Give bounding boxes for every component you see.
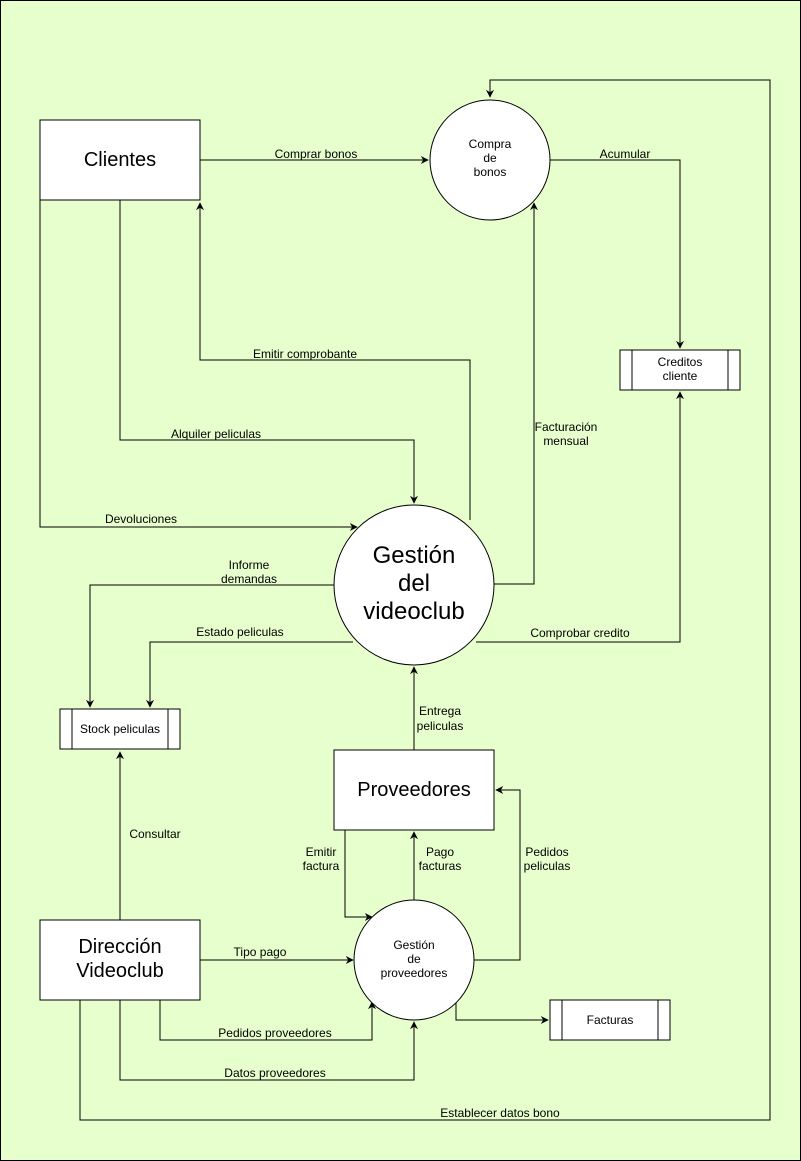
- entity-proveedores-label: Proveedores: [357, 779, 470, 801]
- flow-label-comprobar-credito: Comprobar credito: [530, 626, 630, 640]
- flow-alquiler-peliculas-line: [119, 200, 418, 504]
- process-compra-bonos-circle: [429, 99, 551, 221]
- flow-label-facturacion-mensual-2: mensual: [543, 434, 588, 448]
- flow-label-establecer-datos-bono: Establecer datos bono: [440, 1106, 560, 1120]
- store-stock-peliculas: Stock peliculas: [59, 708, 181, 750]
- process-gestion-proveedores-label-3: proveedores: [381, 966, 448, 980]
- entity-direccion-videoclub: Dirección Videoclub: [39, 919, 201, 1001]
- flow-acumular-line: [550, 159, 684, 349]
- flow-label-emitir-factura-1: Emitir: [306, 845, 337, 859]
- flow-label-informe-demandas-1: Informe: [229, 558, 270, 572]
- flow-label-entrega-peliculas-1: Entrega: [419, 704, 461, 718]
- flow-label-datos-proveedores: Datos proveedores: [224, 1066, 325, 1080]
- flow-establecer-datos-bono-line: [79, 79, 771, 1121]
- flow-devoluciones-line: [39, 200, 358, 531]
- process-gestion-videoclub-label-3: videoclub: [363, 598, 464, 625]
- flow-label-consultar: Consultar: [129, 827, 180, 841]
- entity-proveedores-box: [333, 749, 495, 831]
- entity-direccion-label-1: Dirección: [78, 936, 161, 958]
- process-compra-bonos: Compra de bonos: [429, 99, 551, 221]
- flow-label-alquiler-peliculas: Alquiler peliculas: [171, 427, 261, 441]
- flow-informe-demandas-line: [86, 584, 336, 708]
- process-gestion-videoclub-circle: [333, 504, 495, 666]
- flow-label-informe-demandas-2: demandas: [221, 572, 277, 586]
- flow-label-entrega-peliculas-2: peliculas: [417, 719, 464, 733]
- flow-label-acumular: Acumular: [600, 147, 651, 161]
- store-creditos-cliente-label-2: cliente: [663, 369, 698, 383]
- flow-facturacion-mensual-line: [494, 202, 538, 585]
- flow-pedidos-proveedores-line: [159, 1000, 376, 1041]
- flow-label-devoluciones: Devoluciones: [105, 512, 177, 526]
- store-creditos-cliente-box: [619, 349, 741, 391]
- process-gestion-proveedores-label-2: de: [407, 952, 421, 966]
- entity-direccion-label-2: Videoclub: [76, 960, 163, 982]
- process-gestion-proveedores-label-1: Gestión: [393, 938, 434, 952]
- flow-label-comprar-bonos: Comprar bonos: [275, 147, 358, 161]
- process-compra-bonos-label-3: bonos: [474, 165, 507, 179]
- flow-datos-proveedores-line: [119, 1000, 418, 1081]
- flow-label-pedidos-peliculas-2: peliculas: [524, 859, 571, 873]
- process-gestion-proveedores: Gestión de proveedores: [353, 899, 475, 1021]
- process-gestion-videoclub-label-2: del: [398, 570, 430, 597]
- store-stock-peliculas-label: Stock peliculas: [80, 722, 160, 736]
- store-creditos-cliente: Creditos cliente: [619, 349, 741, 391]
- process-compra-bonos-label-1: Compra: [469, 137, 512, 151]
- flow-label-estado-peliculas: Estado peliculas: [196, 625, 283, 639]
- flow-label-pago-facturas-2: facturas: [419, 859, 462, 873]
- process-gestion-videoclub-label-1: Gestión: [373, 542, 456, 569]
- flow-comprobar-credito-line: [476, 391, 684, 643]
- flow-label-tipo-pago: Tipo pago: [234, 945, 287, 959]
- flow-pedidos-peliculas-line: [474, 786, 521, 961]
- flow-label-pedidos-proveedores: Pedidos proveedores: [218, 1026, 331, 1040]
- process-gestion-proveedores-circle: [353, 899, 475, 1021]
- store-facturas: Facturas: [549, 999, 671, 1041]
- store-facturas-box: [549, 999, 671, 1041]
- entity-proveedores: Proveedores: [333, 749, 495, 831]
- flow-emitir-factura-line: [344, 830, 373, 921]
- store-creditos-cliente-label-1: Creditos: [658, 355, 703, 369]
- entity-clientes-label: Clientes: [84, 149, 156, 171]
- flow-facturas-line: [455, 1000, 549, 1024]
- flow-label-facturacion-mensual-1: Facturación: [535, 420, 598, 434]
- entity-clientes: Clientes: [39, 119, 201, 201]
- flow-estado-peliculas-line: [146, 641, 353, 708]
- flow-label-pago-facturas-1: Pago: [426, 845, 454, 859]
- flow-label-pedidos-peliculas-1: Pedidos: [525, 845, 568, 859]
- process-compra-bonos-label-2: de: [483, 151, 497, 165]
- flow-label-emitir-factura-2: factura: [303, 859, 340, 873]
- store-facturas-label: Facturas: [587, 1013, 634, 1027]
- entity-clientes-box: [39, 119, 201, 201]
- entity-direccion-box: [39, 919, 201, 1001]
- flow-emitir-comprobante-line: [196, 202, 471, 520]
- flow-label-emitir-comprobante: Emitir comprobante: [253, 347, 357, 361]
- store-stock-peliculas-box: [59, 708, 181, 750]
- process-gestion-videoclub: Gestión del videoclub: [333, 504, 495, 666]
